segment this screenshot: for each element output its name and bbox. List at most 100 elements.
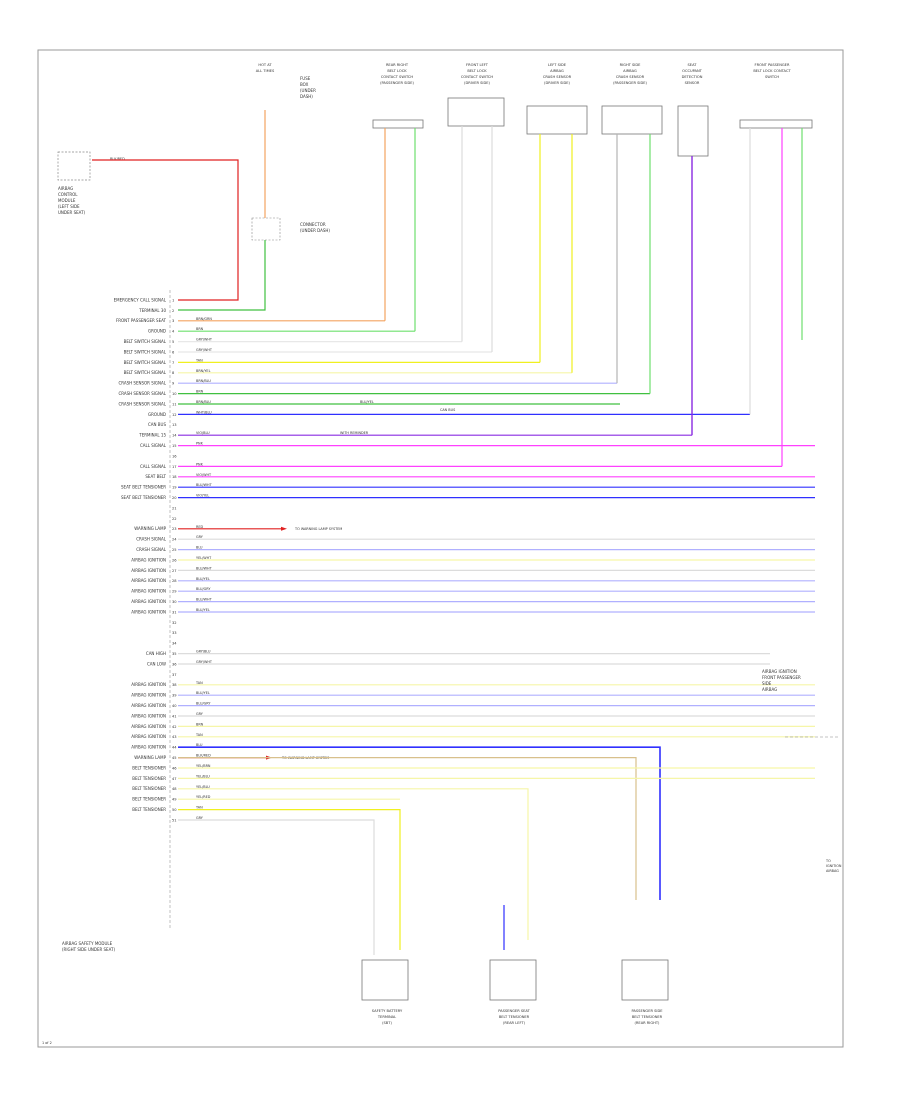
pin-number: 45: [172, 756, 177, 760]
pin-number: 16: [172, 454, 177, 458]
pin-label: AIRBAG IGNITION: [131, 745, 166, 750]
top-component-label: AIRBAG: [550, 69, 564, 73]
component-box: [372, 119, 424, 129]
pin-label: BELT SWITCH SIGNAL: [124, 360, 167, 365]
pin-label: FRONT PASSENGER SEAT: [116, 318, 167, 323]
pin-label: AIRBAG IGNITION: [131, 693, 166, 698]
svg-text:BOX: BOX: [300, 82, 309, 87]
wire-label-row-17: PNK: [196, 462, 204, 466]
bottom-component-label: TERMINAL: [377, 1015, 396, 1019]
wire-label-row-42: BRN: [196, 722, 204, 726]
svg-text:SIDE: SIDE: [762, 681, 772, 686]
pin-number: 36: [172, 662, 177, 666]
svg-text:AIRBAG: AIRBAG: [762, 687, 777, 692]
top-component-label: CRASH SENSOR: [543, 75, 572, 79]
wire-label-row-4: BRN: [196, 327, 204, 331]
top-component-label: REAR RIGHT: [386, 63, 409, 67]
svg-text:CONNECTOR: CONNECTOR: [300, 222, 326, 227]
top-component-label: (PASSENGER SIDE): [380, 81, 414, 85]
top-component-label: BELT LOCK: [387, 69, 407, 73]
wire-label-row-48: YEL/BLU: [196, 785, 210, 789]
pin-number: 49: [172, 798, 177, 802]
junction-note: CONNECTOR (UNDER DASH): [251, 217, 330, 241]
wire-label-row-27: BLU/WHT: [196, 566, 213, 570]
pin-number: 31: [172, 610, 177, 614]
upper-left-component: AIRBAG CONTROL MODULE (LEFT SIDE UNDER S…: [57, 151, 125, 215]
pin-number: 23: [172, 527, 177, 531]
wire-label-row-24: GRY: [196, 535, 204, 539]
pin-number: 20: [172, 496, 177, 500]
top-component-label: (PASSENGER SIDE): [613, 81, 647, 85]
pin-label: AIRBAG IGNITION: [131, 734, 166, 739]
bottom-component-label: (REAR LEFT): [503, 1021, 526, 1025]
svg-text:BLK/RED: BLK/RED: [110, 157, 125, 161]
wire-label-row-8: BRN/YEL: [196, 369, 211, 373]
wire-label-row-7: TAN: [195, 358, 203, 362]
pin-label: WARNING LAMP: [134, 526, 166, 531]
pin-number: 44: [172, 746, 177, 750]
top-component-label: FRONT PASSENGER: [755, 63, 790, 67]
top-component-label: SWITCH: [765, 75, 779, 79]
wire-label-row-9: BRN/BLU: [196, 379, 211, 383]
pin-label: TERMINAL 15: [138, 433, 166, 438]
pin-label: CRASH SENSOR SIGNAL: [118, 391, 166, 396]
pin-row-51: 51: [172, 818, 177, 822]
top-component-label: RIGHT SIDE: [620, 63, 641, 67]
wire-label-row-29: BLU/GRY: [196, 587, 211, 591]
pin-label: AIRBAG IGNITION: [131, 609, 166, 614]
wire-label-row-46: YEL/BRN: [196, 764, 211, 768]
pin-row-31: AIRBAG IGNITION 31: [131, 609, 176, 614]
wire-label-row-31: BLU/YEL: [196, 608, 210, 612]
pin-row-44: AIRBAG IGNITION 44: [131, 745, 177, 750]
top-component-label: FRONT LEFT: [466, 63, 489, 67]
pin-number: 4: [172, 330, 175, 334]
pin-number: 42: [172, 725, 177, 729]
pin-row-37: 37: [172, 673, 177, 677]
top-component-label: CONTACT SWITCH: [381, 75, 414, 79]
pin-label: AIRBAG IGNITION: [131, 578, 166, 583]
wire-label-row-39: BLU/YEL: [196, 691, 210, 695]
top-component-label: (DRIVER SIDE): [544, 81, 570, 85]
wire-label-row-15: PNK: [196, 442, 204, 446]
svg-text:AIRBAG: AIRBAG: [58, 186, 73, 191]
fuse-note: FUSE BOX (UNDER DASH): [300, 76, 316, 99]
pin-number: 48: [172, 787, 177, 791]
top-component-label: (DRIVER SIDE): [464, 81, 490, 85]
svg-text:(UNDER DASH): (UNDER DASH): [300, 228, 330, 233]
right-bottom-label-line: AIRBAG: [826, 869, 839, 873]
module-name: AIRBAG SAFETY MODULE (RIGHT SIDE UNDER S…: [62, 941, 115, 952]
wire-label-row-36: GRY/WHT: [196, 660, 213, 664]
pin-row-16: 16: [172, 454, 177, 458]
svg-text:MODULE: MODULE: [58, 198, 76, 203]
bottom-component-label: PASSENGER SEAT: [498, 1009, 530, 1013]
diagram-frame: [37, 49, 844, 1048]
pin-number: 6: [172, 350, 175, 354]
pin-number: 3: [172, 319, 174, 323]
right-component: AIRBAG IGNITION FRONT PASSENGER SIDE AIR…: [762, 669, 838, 738]
pin-row-21: 21: [172, 506, 177, 510]
svg-text:DASH): DASH): [300, 94, 313, 99]
pin-number: 46: [172, 766, 177, 770]
pin-number: 35: [172, 652, 177, 656]
pin-number: 38: [172, 683, 177, 687]
wire-label-row-50: TAN: [195, 806, 203, 810]
wire-label-row-23: RED: [196, 525, 203, 529]
pin-number: 1: [172, 298, 174, 302]
